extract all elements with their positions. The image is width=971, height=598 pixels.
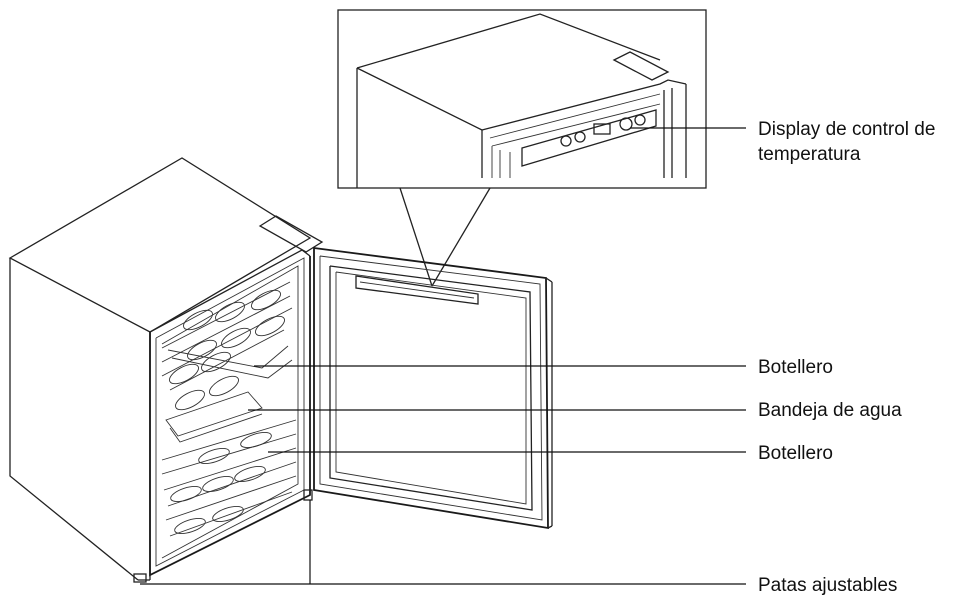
cabinet-body (8, 157, 324, 583)
label-display-line1: Display de control de (758, 119, 935, 140)
water-tray (165, 391, 263, 443)
wine-rack-lower (161, 419, 297, 537)
door (313, 246, 553, 530)
door-handle (355, 275, 479, 305)
detail-inset (337, 9, 707, 189)
label-display-line2: temperatura (758, 144, 861, 165)
wine-rack-upper (161, 281, 293, 411)
label-wine-rack-top: Botellero (758, 357, 833, 378)
control-buttons (560, 114, 646, 147)
label-adjustable-feet: Patas ajustables (758, 575, 897, 596)
inset-callout-right (431, 187, 491, 287)
label-water-tray: Bandeja de agua (758, 400, 902, 421)
label-wine-rack-bottom: Botellero (758, 443, 833, 464)
inset-callout-left (399, 187, 433, 287)
